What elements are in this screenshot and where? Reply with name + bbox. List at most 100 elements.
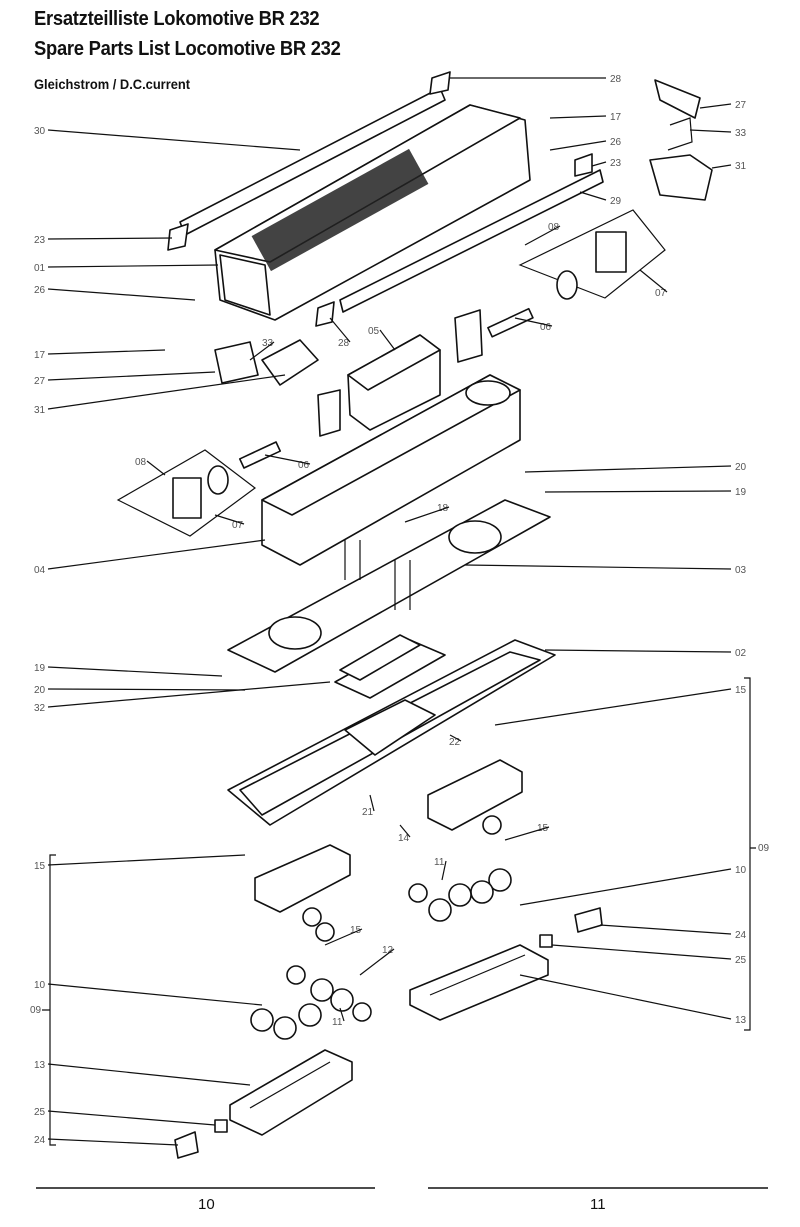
leader-line xyxy=(711,164,732,169)
leader-line xyxy=(47,1110,216,1126)
part-label: 12 xyxy=(382,945,394,956)
leader-line xyxy=(599,924,732,935)
leader-line xyxy=(47,129,301,151)
part-label: 17 xyxy=(610,112,622,123)
frame-02 xyxy=(227,639,556,826)
group-08-right xyxy=(518,209,666,299)
part-label: 27 xyxy=(735,100,747,111)
title-german: Ersatzteilliste Lokomotive BR 232 xyxy=(34,8,320,30)
leader-line xyxy=(47,1063,251,1086)
part-label: 07 xyxy=(232,520,244,531)
leader-line xyxy=(214,514,245,525)
leader-line xyxy=(47,1138,179,1146)
leader-line xyxy=(689,129,732,133)
part-label: 17 xyxy=(34,350,46,361)
leader-line xyxy=(146,460,166,476)
part-label: 13 xyxy=(735,1015,747,1026)
worm-left xyxy=(207,465,229,495)
part-label: 19 xyxy=(735,487,747,498)
page-number-right: 11 xyxy=(590,1196,606,1213)
part-label: 15 xyxy=(735,685,747,696)
leader-line xyxy=(47,349,166,355)
part-label: 04 xyxy=(34,565,46,576)
part-label: 20 xyxy=(34,685,46,696)
leader-line xyxy=(47,371,216,381)
leader-line xyxy=(441,860,447,881)
motor-05 xyxy=(347,334,441,431)
leader-line xyxy=(549,115,607,119)
circuit-board-03 xyxy=(227,499,551,673)
leader-line xyxy=(504,826,550,841)
part-label: 23 xyxy=(34,235,46,246)
part-label: 15 xyxy=(350,925,362,936)
part-32-board-b xyxy=(339,634,421,681)
bogie-right xyxy=(427,759,523,831)
part-label: 25 xyxy=(735,955,747,966)
part-33-wiper xyxy=(667,117,693,151)
leader-line xyxy=(579,191,607,201)
part-label: 26 xyxy=(34,285,46,296)
leader-line xyxy=(339,1007,345,1022)
part-label: 26 xyxy=(610,137,622,148)
leader-line xyxy=(379,329,396,351)
leader-line xyxy=(519,868,732,906)
part-label: 30 xyxy=(34,126,46,137)
part-label: 03 xyxy=(735,565,747,576)
bogie-left xyxy=(254,844,351,913)
part-label: 06 xyxy=(540,322,552,333)
part-label: 31 xyxy=(34,405,46,416)
leader-line xyxy=(47,666,223,677)
flywheel-07-right xyxy=(595,231,627,273)
part-27b xyxy=(214,341,259,384)
leader-line xyxy=(359,948,395,976)
part-label: 24 xyxy=(735,930,747,941)
leader-line xyxy=(47,237,173,240)
leader-line xyxy=(639,269,668,293)
part-28b xyxy=(315,301,335,327)
leader-line xyxy=(544,649,732,653)
part-label: 11 xyxy=(332,1017,343,1028)
part-label: 28 xyxy=(610,74,622,85)
part-label: 02 xyxy=(735,648,747,659)
leader-line xyxy=(47,688,246,691)
part-label: 13 xyxy=(34,1060,46,1071)
part-label: 28 xyxy=(338,338,350,349)
part-label: 11 xyxy=(434,857,445,868)
part-label: 05 xyxy=(368,326,380,337)
part-label: 23 xyxy=(610,158,622,169)
leader-line xyxy=(549,140,607,151)
part-24-left xyxy=(174,1131,199,1159)
bracket-09-right xyxy=(744,677,756,1031)
leader-line xyxy=(47,374,286,410)
shaft-06-right xyxy=(487,307,534,338)
part-label: 08 xyxy=(135,457,147,468)
leader-line xyxy=(551,944,732,960)
part-25-right xyxy=(539,934,553,948)
leader-line xyxy=(514,317,553,327)
bottom-cover-13-left xyxy=(229,1049,353,1136)
leader-line xyxy=(369,794,375,812)
leader-line xyxy=(47,983,263,1006)
bottom-cover-13-right xyxy=(409,944,549,1021)
chassis-04 xyxy=(261,374,521,566)
part-label: 01 xyxy=(34,263,46,274)
part-label: 06 xyxy=(298,460,310,471)
part-23b xyxy=(574,153,593,177)
leader-line xyxy=(264,454,311,465)
leader-line xyxy=(47,264,219,268)
leader-line xyxy=(249,341,275,361)
bracket-09-left xyxy=(42,854,56,1146)
flywheel-07-left xyxy=(172,477,202,519)
part-label: 07 xyxy=(655,288,667,299)
part-label: 29 xyxy=(610,196,622,207)
part-label: 15 xyxy=(34,861,46,872)
leader-line xyxy=(544,490,732,493)
part-label: 27 xyxy=(34,376,46,387)
part-label: 20 xyxy=(735,462,747,473)
leader-line xyxy=(324,928,363,946)
part-label: 08 xyxy=(548,222,560,233)
part-label: 09 xyxy=(758,843,770,854)
part-31-cover xyxy=(649,154,713,201)
motor-bracket xyxy=(454,309,483,363)
